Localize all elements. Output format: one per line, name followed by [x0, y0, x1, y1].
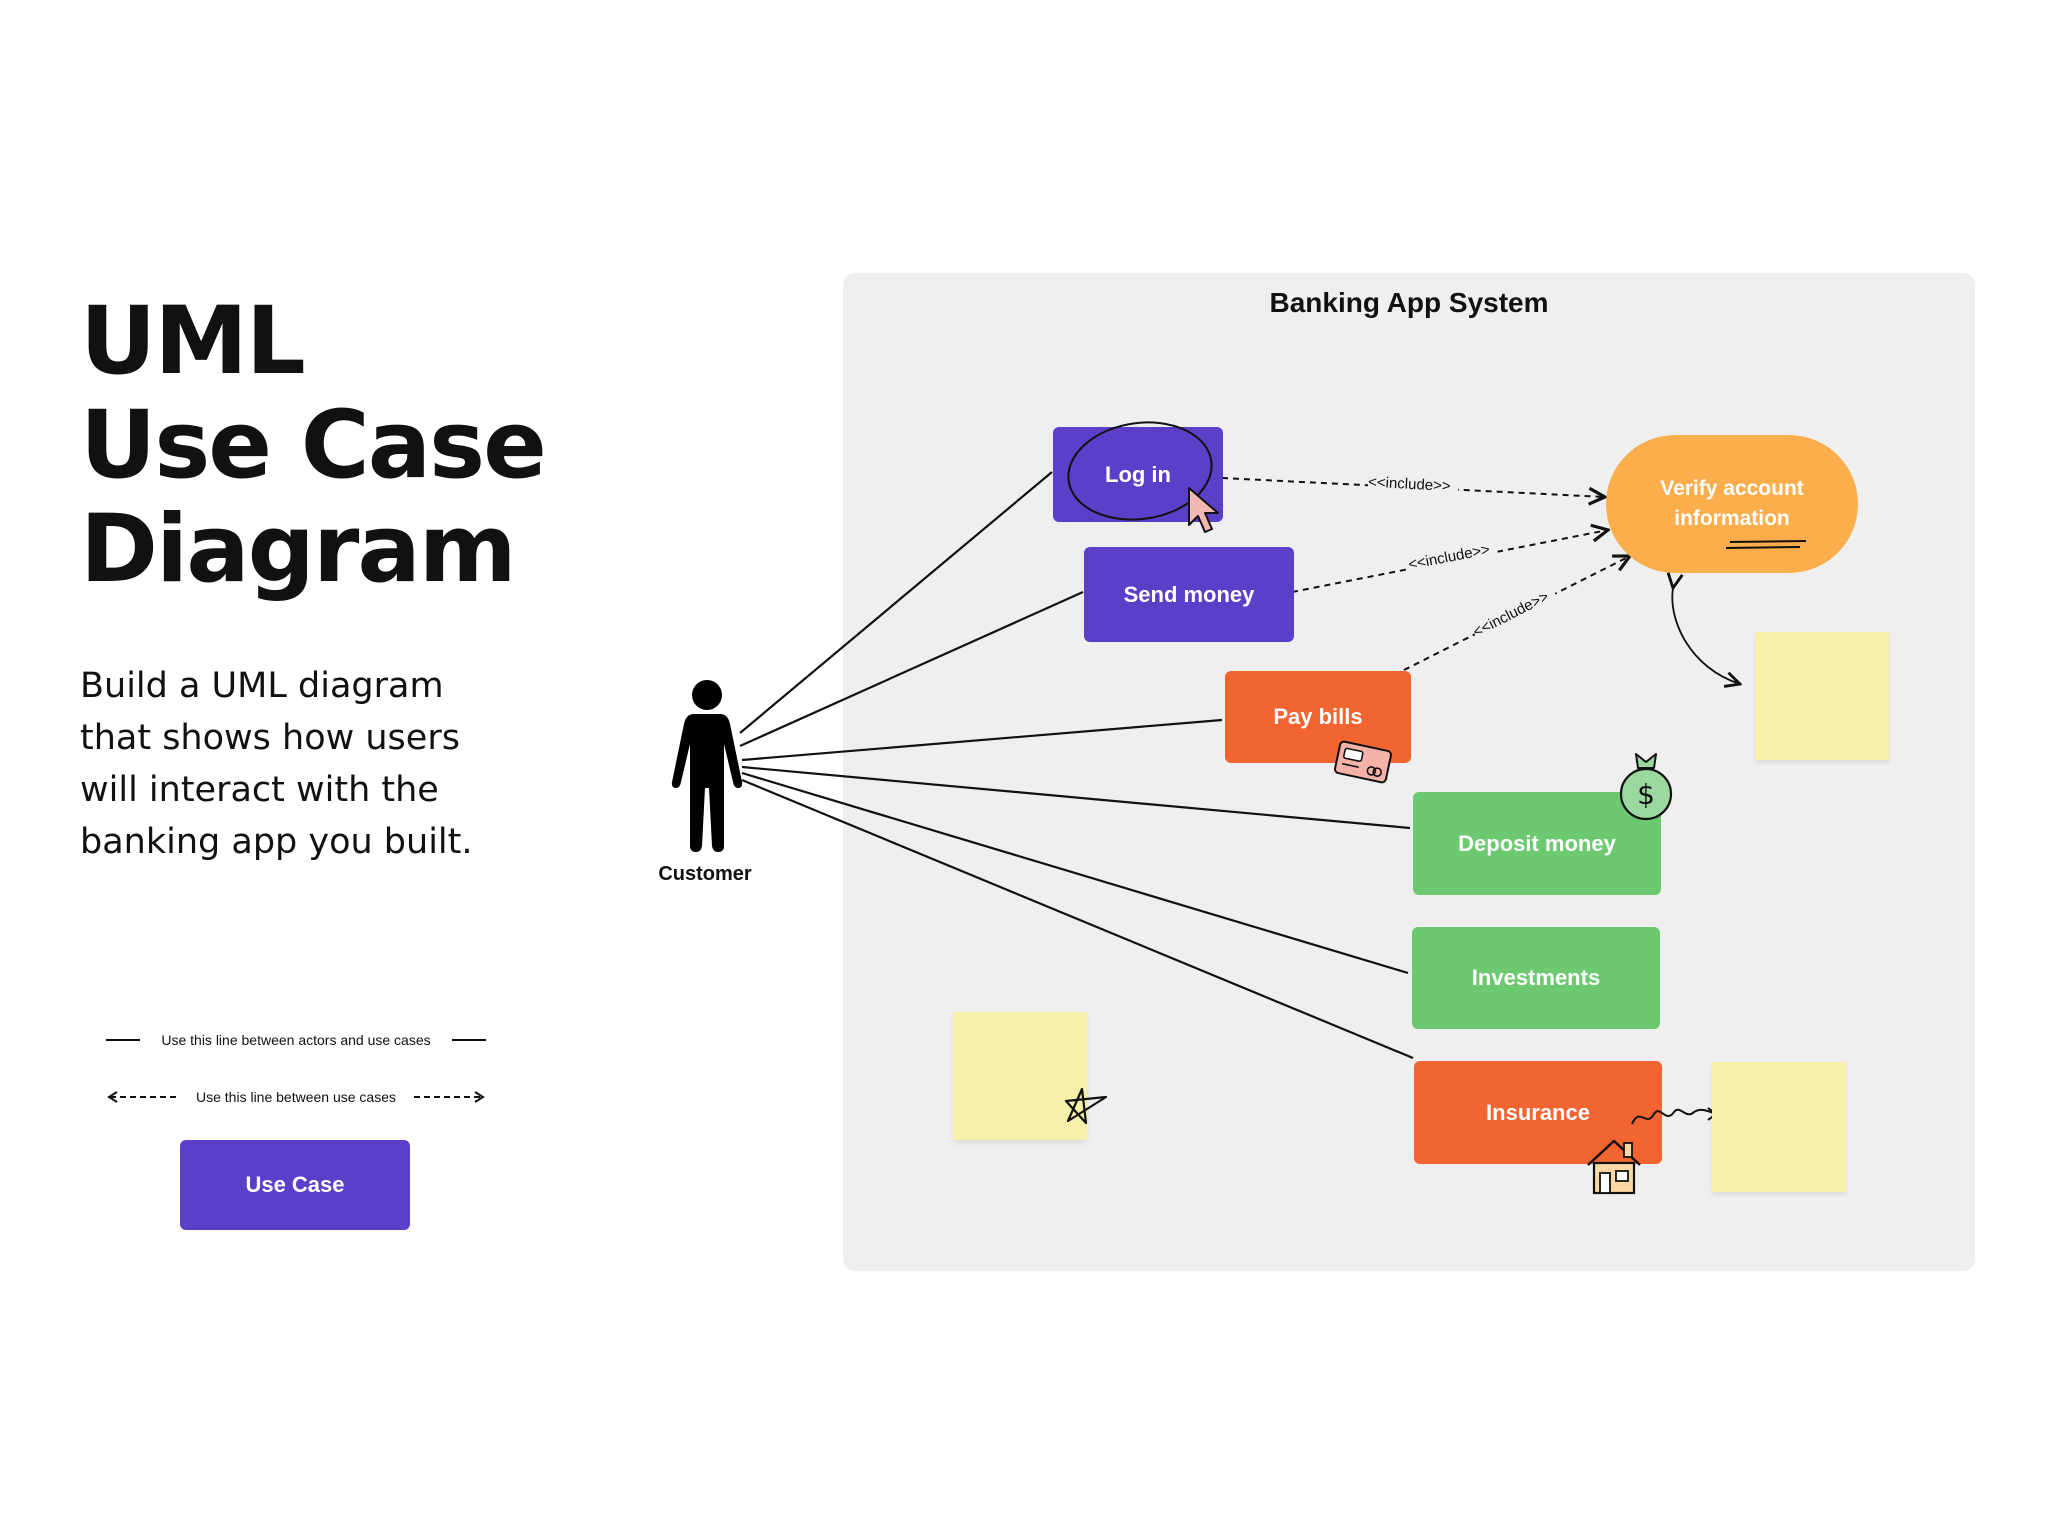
solid-line-sample [106, 1039, 486, 1041]
page-title: UML Use Case Diagram [80, 287, 547, 604]
assoc-investments [741, 771, 1409, 975]
assoc-log-in [739, 471, 1053, 734]
legend-dashed-label: Use this line between use cases [196, 1089, 396, 1105]
legend-solid-label: Use this line between actors and use cas… [161, 1032, 431, 1048]
house-icon [1587, 1139, 1641, 1195]
system-title: Banking App System [1269, 287, 1549, 318]
money-bag-icon: $ [1619, 753, 1673, 821]
use-case-pay-bills[interactable]: Pay bills [1225, 671, 1411, 763]
assoc-pay-bills [741, 718, 1223, 762]
credit-card-icon [1333, 740, 1393, 784]
verify-label-line-2: information [1674, 507, 1790, 530]
sticky-note-left[interactable] [953, 1012, 1087, 1140]
dashed-line-sample [107, 1091, 485, 1103]
verify-note-arrow [1672, 588, 1740, 684]
circle-doodle [1067, 421, 1213, 521]
sticky-note-right-bottom[interactable] [1712, 1062, 1846, 1192]
verify-label-line-1: Verify account [1660, 477, 1804, 500]
title-line-2: Use Case [80, 391, 547, 500]
assoc-insurance [741, 778, 1414, 1060]
description: Build a UML diagram that shows how users… [80, 666, 473, 862]
squiggle-arrow-icon [1631, 1107, 1718, 1125]
cursor-icon [1188, 487, 1219, 533]
use-case-send-money-label: Send money [1123, 581, 1255, 607]
use-case-investments[interactable]: Investments [1412, 927, 1660, 1029]
actor-stick-figure [671, 680, 743, 852]
include-label-1: <<include>> [1367, 473, 1452, 495]
use-case-pay-bills-label: Pay bills [1273, 704, 1363, 729]
underline-doodle [1725, 540, 1807, 549]
assoc-deposit-money [741, 765, 1411, 830]
legend-dashed-line: Use this line between use cases [106, 1087, 486, 1107]
include-send-verify [1291, 530, 1608, 593]
use-case-investments-label: Investments [1471, 965, 1601, 990]
title-line-1: UML [80, 287, 306, 396]
legend-use-case-box[interactable]: Use Case [180, 1140, 410, 1230]
sticky-note-right-top[interactable] [1755, 632, 1889, 760]
assoc-send-money [739, 590, 1084, 748]
star-doodle-icon [1064, 1087, 1108, 1125]
use-case-insurance-label: Insurance [1486, 1099, 1590, 1125]
actor-label: Customer [658, 863, 752, 885]
use-case-log-in-label: Log in [1105, 461, 1171, 487]
legend-solid-line: Use this line between actors and use cas… [106, 1030, 486, 1050]
use-case-deposit-money[interactable]: Deposit money [1413, 792, 1661, 895]
title-line-3: Diagram [80, 495, 517, 604]
use-case-send-money[interactable]: Send money [1084, 547, 1294, 642]
use-case-deposit-money-label: Deposit money [1458, 830, 1616, 856]
svg-text:$: $ [1637, 778, 1655, 811]
use-case-verify-account[interactable]: Verify account information [1606, 435, 1858, 573]
